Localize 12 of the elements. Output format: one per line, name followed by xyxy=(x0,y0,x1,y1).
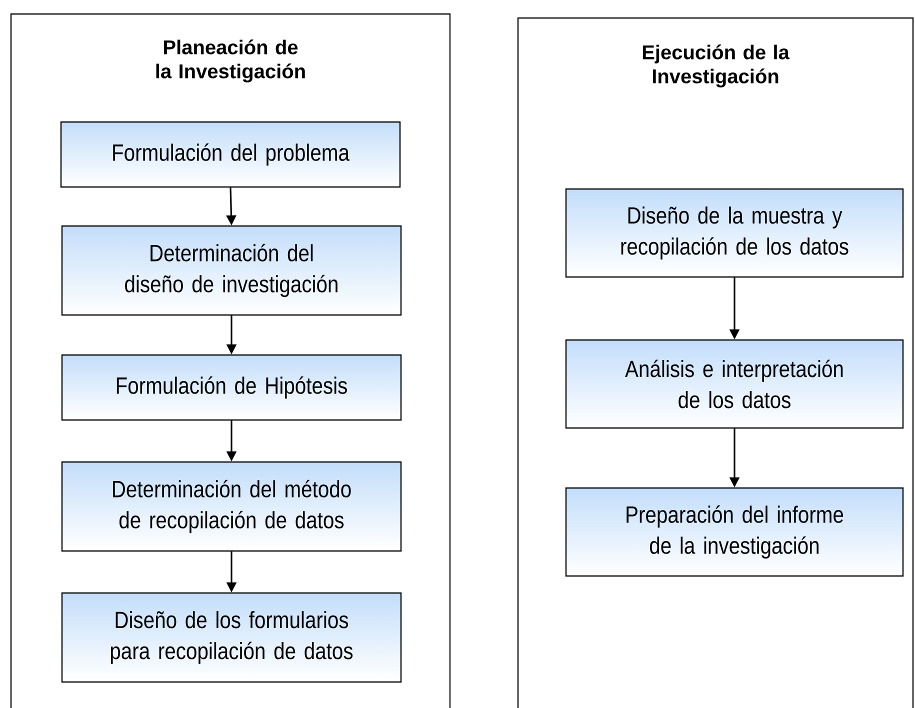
process-box: Preparación del informe de la investigación xyxy=(565,487,904,577)
process-box: Formulación de Hipótesis xyxy=(61,354,402,421)
process-box: Determinación del método de recopilación de datos xyxy=(61,461,402,552)
process-box: Formulación del problema xyxy=(60,121,401,188)
panel xyxy=(517,17,914,708)
panel-heading: Ejecución de la Investigación xyxy=(642,44,790,88)
panel-heading: Planeación de la Investigación xyxy=(156,40,305,82)
process-box: Diseño de la muestra y recopilación de los datos xyxy=(565,188,904,278)
panel xyxy=(10,13,451,708)
process-box: Diseño de los formularios para recopilación de datos xyxy=(61,592,402,683)
process-box: Determinación del diseño de investigación xyxy=(61,225,402,316)
process-box: Análisis e interpretación de los datos xyxy=(565,339,904,429)
